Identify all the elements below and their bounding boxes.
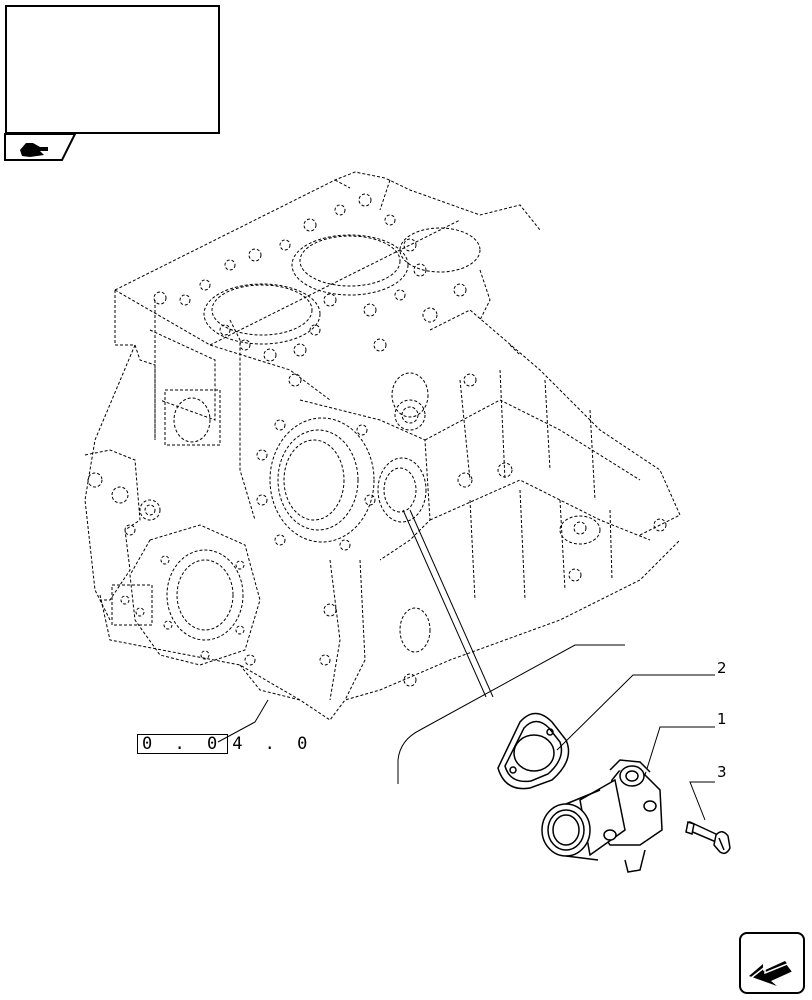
engine-thumbnail-frame[interactable]	[5, 5, 220, 134]
callout-1: 1	[717, 710, 727, 728]
reference-boxed-code: 0 . 0	[137, 734, 229, 754]
thumbnail-tab[interactable]	[4, 133, 77, 161]
callout-2: 2	[717, 659, 727, 677]
engine-block-outline	[84, 171, 681, 721]
bolt-part-3[interactable]	[685, 820, 731, 855]
gasket-part-2[interactable]	[497, 712, 570, 790]
section-reference[interactable]: 0 . 0 4 . 0	[137, 734, 313, 754]
callout-3: 3	[717, 763, 727, 781]
thermostat-housing-part-1[interactable]	[541, 759, 663, 873]
hand-pointer-icon	[20, 143, 48, 157]
back-navigation-button[interactable]	[739, 932, 805, 994]
leader-lines	[217, 509, 715, 821]
reference-code-suffix: 4 . 0	[232, 734, 314, 754]
arrow-back-icon	[749, 961, 794, 986]
